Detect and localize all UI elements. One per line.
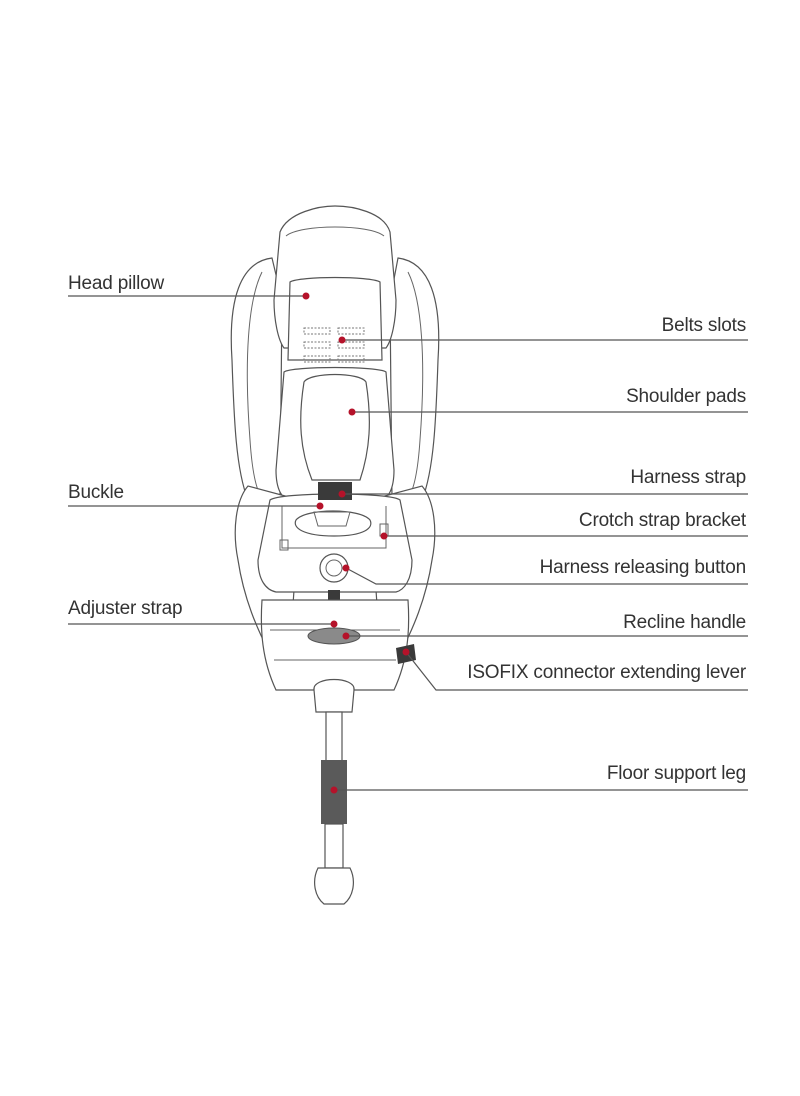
label-recline-handle: Recline handle: [623, 612, 746, 633]
marker-dots: [302, 292, 410, 794]
label-harness-releasing-button: Harness releasing button: [539, 557, 747, 578]
label-head-pillow: Head pillow: [68, 273, 165, 294]
marker-shoulder-pads: [348, 408, 356, 416]
marker-isofix-lever: [402, 648, 410, 656]
label-floor-support-leg: Floor support leg: [606, 763, 746, 784]
label-adjuster-strap: Adjuster strap: [68, 598, 183, 619]
marker-head-pillow: [302, 292, 310, 300]
label-shoulder-pads: Shoulder pads: [626, 386, 746, 407]
marker-buckle: [316, 502, 324, 510]
label-buckle: Buckle: [68, 482, 124, 503]
label-belts-slots: Belts slots: [661, 315, 747, 336]
marker-crotch-strap-bracket: [380, 532, 388, 540]
label-harness-strap: Harness strap: [630, 467, 746, 488]
harness-strap-graphic: [318, 482, 352, 500]
car-seat-illustration: [230, 205, 440, 905]
label-crotch-strap-bracket: Crotch strap bracket: [578, 510, 746, 531]
label-isofix-lever: ISOFIX connector extending lever: [467, 662, 746, 683]
marker-harness-releasing-button: [342, 564, 350, 572]
marker-harness-strap: [338, 490, 346, 498]
marker-belts-slots: [338, 336, 346, 344]
marker-floor-support-leg: [330, 786, 338, 794]
leader-lines: [68, 295, 748, 791]
marker-adjuster-strap: [330, 620, 338, 628]
marker-recline-handle: [342, 632, 350, 640]
belt-slots-graphic: [303, 327, 365, 363]
